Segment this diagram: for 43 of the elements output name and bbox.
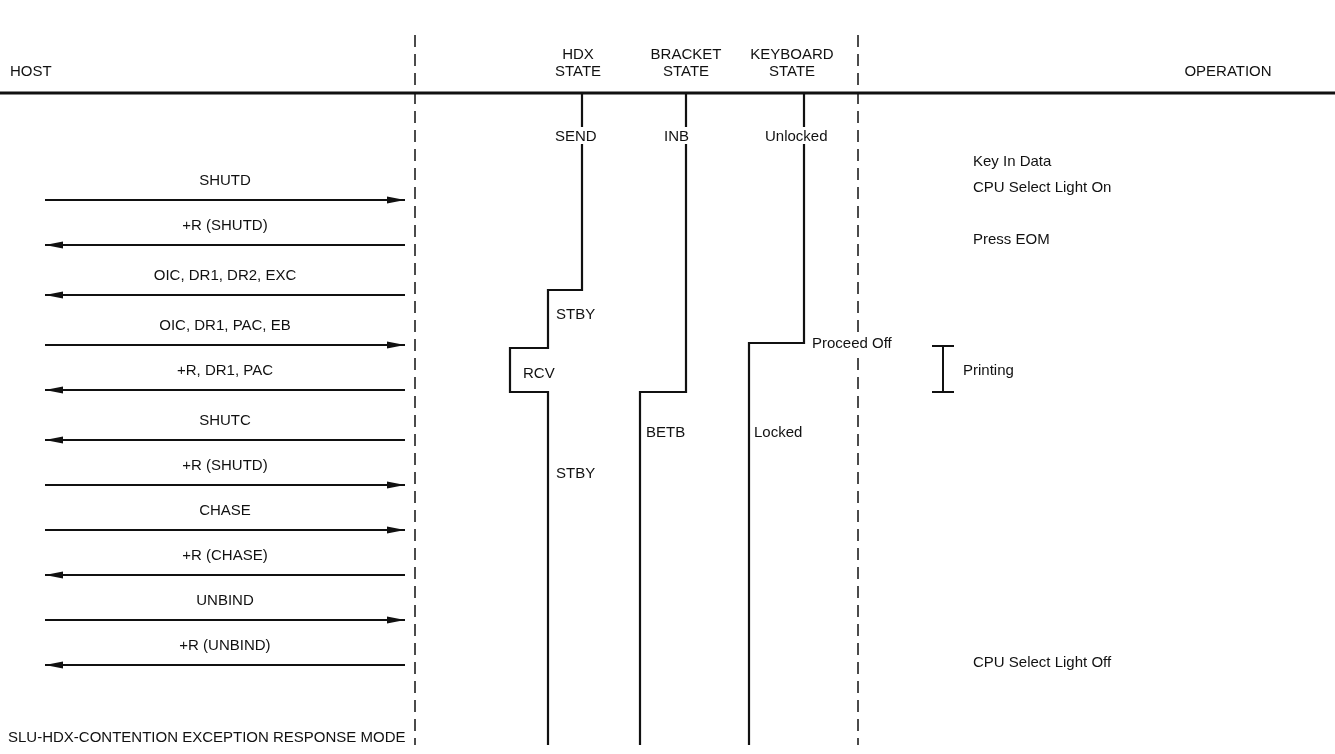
column-header: BRACKET STATE — [649, 45, 723, 79]
caption: SLU-HDX-CONTENTION EXCEPTION RESPONSE MODE — [8, 728, 406, 745]
state-label: Proceed Off — [812, 334, 892, 351]
lifeline — [414, 34, 416, 746]
state-label: BETB — [646, 423, 686, 440]
edge-label: OIC, DR1, PAC, EB — [158, 316, 292, 333]
edge-label: +R (CHASE) — [181, 546, 269, 563]
state-label: STBY — [556, 305, 596, 322]
state-label: Unlocked — [765, 127, 828, 144]
operation-label: Printing — [963, 361, 1014, 378]
state-label: SEND — [555, 127, 597, 144]
message-arrow — [45, 526, 405, 534]
message-arrow — [45, 291, 405, 299]
column-header: HDX STATE — [553, 45, 603, 79]
column-header: HOST — [10, 62, 52, 79]
message-arrow — [45, 436, 405, 444]
column-header: OPERATION — [1183, 62, 1273, 79]
message-arrow — [45, 616, 405, 624]
edge-label: SHUTD — [198, 171, 252, 188]
state-label: STBY — [556, 464, 596, 481]
message-arrow — [45, 571, 405, 579]
state-label: RCV — [523, 364, 555, 381]
edge-label: +R (SHUTD) — [181, 216, 269, 233]
state-label: Locked — [754, 423, 803, 440]
edge-label: CHASE — [198, 501, 252, 518]
state-label: INB — [664, 127, 689, 144]
operation-label: Key In Data — [973, 152, 1052, 169]
message-arrow — [45, 241, 405, 249]
message-arrow — [45, 386, 405, 394]
operation-label: Press EOM — [973, 230, 1050, 247]
edge-label: +R, DR1, PAC — [176, 361, 274, 378]
edge-label: +R (SHUTD) — [181, 456, 269, 473]
edge-label: UNBIND — [195, 591, 255, 608]
message-arrow — [45, 661, 405, 669]
operation-label: CPU Select Light On — [973, 178, 1112, 195]
message-arrow — [45, 341, 405, 349]
column-header: KEYBOARD STATE — [749, 45, 835, 79]
edge-label: +R (UNBIND) — [178, 636, 272, 653]
message-arrow — [45, 481, 405, 489]
operation-label: CPU Select Light Off — [973, 653, 1112, 670]
edge-label: SHUTC — [198, 411, 252, 428]
message-arrow — [45, 196, 405, 204]
edge-label: OIC, DR1, DR2, EXC — [152, 266, 298, 283]
